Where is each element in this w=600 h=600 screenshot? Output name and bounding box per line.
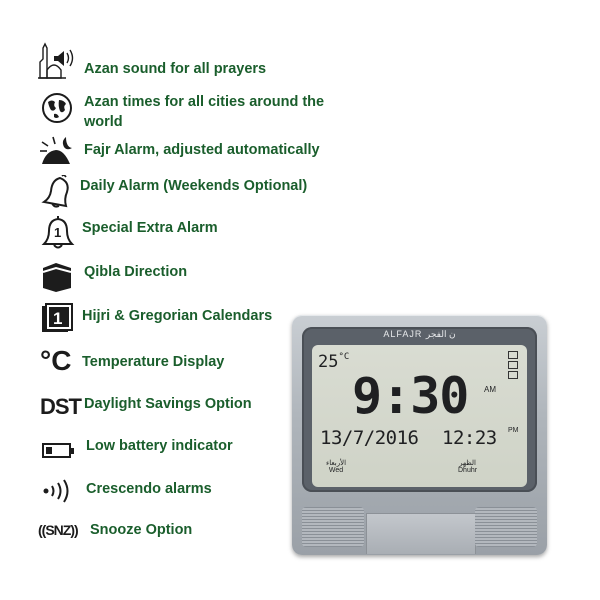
lcd-date: 13/7/2016	[320, 427, 419, 449]
lcd-time: 9:30	[352, 367, 469, 425]
alfajr-clock: ALFAJR ﻥ الفجر 25°C 9:30 AM 13/7/2016 12…	[292, 315, 547, 555]
lcd-day-arabic: الأربعاء	[326, 460, 347, 467]
lcd-am: AM	[484, 385, 496, 394]
lcd-prayer: الظهر Dhuhr	[458, 459, 477, 474]
crescendo-icon	[43, 479, 69, 503]
lcd-prayer-time: 12:23	[442, 427, 497, 449]
lcd-day: الأربعاء Wed	[326, 459, 346, 474]
clock-bezel: ALFAJR ﻥ الفجر 25°C 9:30 AM 13/7/2016 12…	[302, 327, 537, 492]
feature-label: Qibla Direction	[84, 264, 188, 280]
feature-label: Hijri & Gregorian Calendars	[82, 308, 273, 324]
lcd-prayer-english: Dhuhr	[458, 467, 478, 474]
battery-low-icon	[42, 443, 74, 458]
lcd-screen: 25°C 9:30 AM 13/7/2016 12:23 PM الأربعاء…	[312, 345, 527, 487]
dst-icon: DST	[40, 394, 82, 419]
temperature-unit: °C	[338, 352, 350, 362]
lcd-temperature: 25°C	[318, 352, 349, 372]
celsius-icon: °C	[40, 345, 72, 376]
bell-digit: 1	[54, 225, 61, 240]
lcd-prayer-arabic: الظهر	[459, 460, 476, 467]
lcd-status-icons	[508, 351, 522, 381]
feature-label: Temperature Display	[82, 354, 225, 370]
feature-label: Azan times for all cities around the wor…	[84, 94, 325, 130]
temperature-value: 25	[318, 352, 339, 372]
feature-label: Low battery indicator	[86, 438, 233, 454]
feature-label: Azan sound for all prayers	[84, 61, 267, 77]
kaaba-icon	[42, 263, 72, 292]
feature-label: Fajr Alarm, adjusted automatically	[84, 142, 320, 158]
alarm-status-icon	[508, 351, 518, 359]
bell-one-icon: 1	[41, 216, 75, 249]
calendar-digit: 1	[53, 309, 62, 328]
bell-icon	[41, 175, 69, 208]
calendar-icon: 1	[42, 303, 73, 332]
bell-status-icon	[508, 371, 518, 379]
lcd-pm: PM	[508, 427, 519, 434]
lcd-day-english: Wed	[328, 467, 344, 474]
speaker-grille-right	[475, 507, 537, 547]
fajr-status-icon	[508, 361, 518, 369]
mosque-speaker-icon	[38, 42, 74, 79]
fajr-alarm-icon	[40, 136, 72, 164]
clock-brand: ALFAJR ﻥ الفجر	[383, 329, 456, 339]
button-cover	[366, 513, 476, 554]
snooze-icon: ((SNZ))	[38, 522, 79, 538]
feature-label: Daylight Savings Option	[84, 396, 252, 412]
feature-label: Special Extra Alarm	[82, 220, 218, 236]
feature-label: Crescendo alarms	[86, 481, 212, 497]
speaker-grille-left	[302, 507, 364, 547]
feature-label: Daily Alarm (Weekends Optional)	[80, 178, 308, 194]
feature-label: Snooze Option	[90, 522, 193, 538]
globe-icon	[42, 93, 72, 123]
